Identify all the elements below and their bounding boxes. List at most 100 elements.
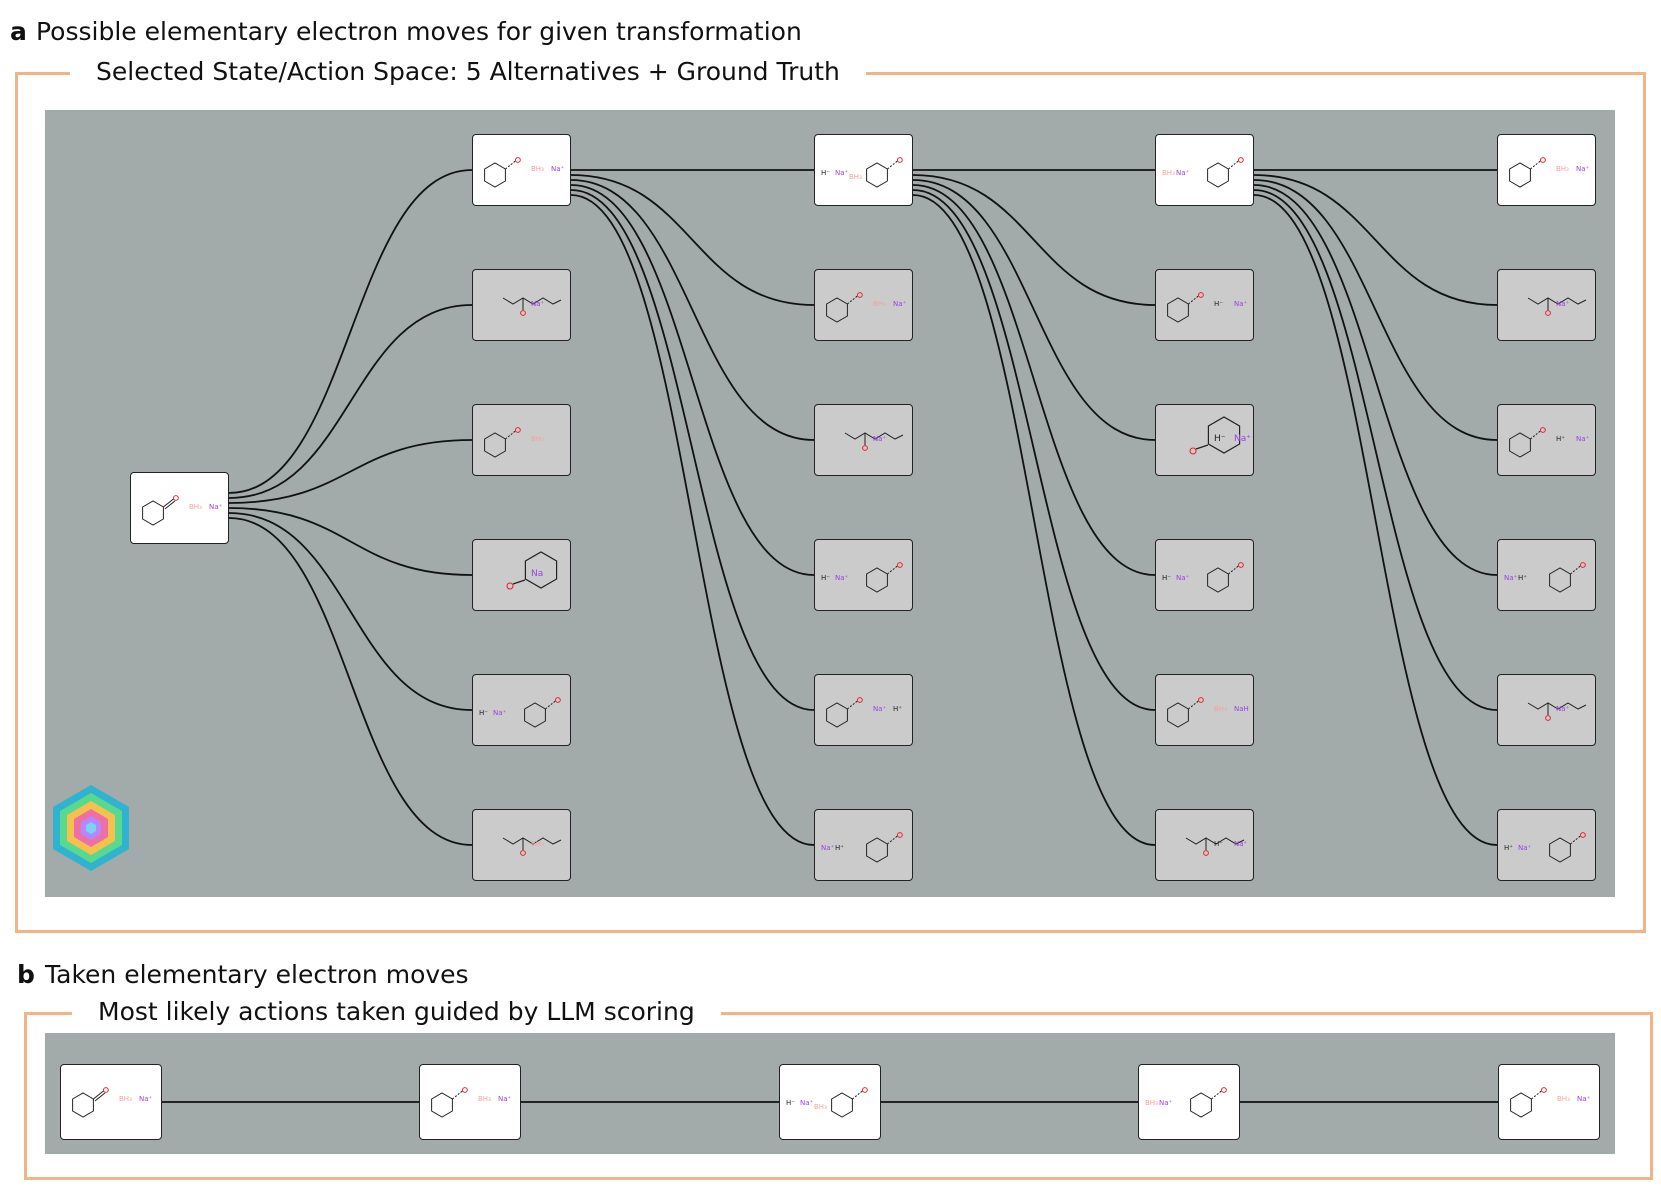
molecule-structure: Na⁺	[502, 297, 562, 316]
alternative-state-node[interactable]: H⁻Na⁺	[1155, 269, 1254, 341]
species-label: BH₃	[1557, 1095, 1570, 1103]
alternative-state-node[interactable]: BH₃	[472, 809, 571, 881]
molecule-structure: BH₃	[502, 837, 562, 856]
panel-a-caption: Selected State/Action Space: 5 Alternati…	[70, 57, 866, 86]
species-label: Na⁺	[1556, 300, 1570, 308]
species-label: Na⁺	[1518, 844, 1532, 852]
species-label: Na⁺	[1234, 840, 1248, 848]
molecule-structure: Na⁺	[844, 432, 904, 451]
molecule-structure: BH₃ Na⁺	[826, 292, 907, 323]
panel-a-title: Possible elementary electron moves for g…	[36, 17, 802, 46]
molecule-structure: BH₃ Na⁺	[1510, 1087, 1591, 1118]
species-label: Na⁺	[800, 1099, 814, 1107]
transition-link	[228, 507, 473, 576]
species-label: BH₃	[1556, 165, 1569, 173]
molecule-structure: H⁻Na⁺	[1185, 837, 1248, 856]
species-label: Na⁺	[873, 435, 887, 443]
species-label: Na⁺	[139, 1095, 153, 1103]
alternative-state-node[interactable]: H⁺Na⁺	[1497, 809, 1596, 881]
taken-state-node[interactable]: BH₃ Na⁺	[1498, 1064, 1600, 1140]
species-label: H⁻	[479, 709, 488, 717]
transition-link	[912, 194, 1156, 846]
transition-link	[228, 512, 473, 711]
molecule-structure: H⁻ Na⁺	[479, 697, 561, 728]
transition-links	[228, 169, 1498, 846]
transition-link	[570, 189, 815, 711]
alternative-state-node[interactable]: Na	[472, 539, 571, 611]
transition-link	[570, 184, 815, 576]
transition-link	[912, 189, 1156, 711]
species-label: Na⁺	[498, 1095, 512, 1103]
molecule-structure: H⁻Na⁺BH₃	[786, 1087, 868, 1118]
species-label: BH₃	[1145, 1099, 1158, 1107]
species-label: H⁻	[1162, 574, 1171, 582]
species-label: H⁺	[1556, 435, 1565, 443]
taken-state-node[interactable]: BH₃ Na⁺	[419, 1064, 521, 1140]
species-label: Na⁺	[1576, 435, 1590, 443]
panel-b-label: b	[17, 960, 35, 989]
transition-link	[1253, 184, 1498, 576]
transition-link	[228, 517, 473, 846]
species-label: Na⁺	[835, 169, 849, 177]
molecule-structure: H⁻ Na⁺	[1189, 416, 1251, 455]
molecule-structure: Na⁺H⁺	[1504, 562, 1586, 593]
alternative-state-node[interactable]: BH₃ Na⁺	[814, 269, 913, 341]
species-label: H⁻	[1214, 300, 1223, 308]
alternative-state-node[interactable]: Na⁺	[1497, 674, 1596, 746]
alternative-state-node[interactable]: Na⁺H⁺	[814, 809, 913, 881]
app-logo-icon	[49, 783, 133, 877]
alternative-state-node[interactable]: Na⁺	[1497, 269, 1596, 341]
panel-a-label: a	[10, 17, 27, 46]
molecule-structure: H⁻Na⁺	[821, 562, 903, 593]
alternative-state-node[interactable]: H⁻Na⁺	[814, 539, 913, 611]
alternative-state-node[interactable]: H⁻ Na⁺	[1155, 404, 1254, 476]
species-label: Na⁺	[873, 705, 887, 713]
taken-path-links	[162, 1101, 1498, 1103]
species-label: BH₃	[478, 1095, 491, 1103]
transition-link	[1253, 179, 1498, 441]
transition-link	[228, 304, 473, 499]
taken-state-node[interactable]: H⁻Na⁺BH₃	[779, 1064, 881, 1140]
transition-link	[912, 174, 1156, 306]
species-label: NaH	[1234, 705, 1249, 713]
species-label: Na⁺	[1577, 1095, 1591, 1103]
transition-link	[570, 179, 815, 441]
species-label: Na⁺	[209, 503, 223, 511]
alternative-state-node[interactable]: Na⁺H⁺	[814, 674, 913, 746]
species-label: Na⁺	[493, 709, 507, 717]
species-label: H⁻	[786, 1099, 795, 1107]
species-label: H⁻	[821, 574, 830, 582]
molecule-structure: Na	[506, 551, 558, 590]
alternative-state-node[interactable]: Na⁺	[472, 269, 571, 341]
alternative-state-node[interactable]: H⁺ Na⁺	[1497, 404, 1596, 476]
alternative-state-node[interactable]: Na⁺H⁺	[1497, 539, 1596, 611]
molecule-structure: Na⁺H⁺	[821, 832, 903, 863]
alternative-state-node[interactable]: BH₃	[472, 404, 571, 476]
molecule-structure: BH₃	[484, 427, 544, 458]
alternative-state-node[interactable]: H⁻Na⁺	[1155, 539, 1254, 611]
species-label: BH₃	[873, 300, 886, 308]
species-label: Na⁺	[893, 300, 907, 308]
species-label: H⁻	[1214, 434, 1226, 444]
species-label: H⁺	[1518, 574, 1527, 582]
alternative-state-node[interactable]: Na⁺	[814, 404, 913, 476]
species-label: Na⁺	[1556, 705, 1570, 713]
species-label: Na⁺	[1176, 169, 1190, 177]
ground-truth-state-node[interactable]: H⁻Na⁺BH₃	[814, 134, 913, 206]
alternative-state-node[interactable]: H⁻ Na⁺	[472, 674, 571, 746]
species-label: Na⁺	[1234, 434, 1251, 444]
alternative-state-node[interactable]: H⁻Na⁺	[1155, 809, 1254, 881]
transition-link	[912, 184, 1156, 576]
transition-link	[1253, 174, 1498, 306]
transition-link	[570, 174, 815, 306]
molecule-structure: H⁻Na⁺	[1162, 562, 1244, 593]
